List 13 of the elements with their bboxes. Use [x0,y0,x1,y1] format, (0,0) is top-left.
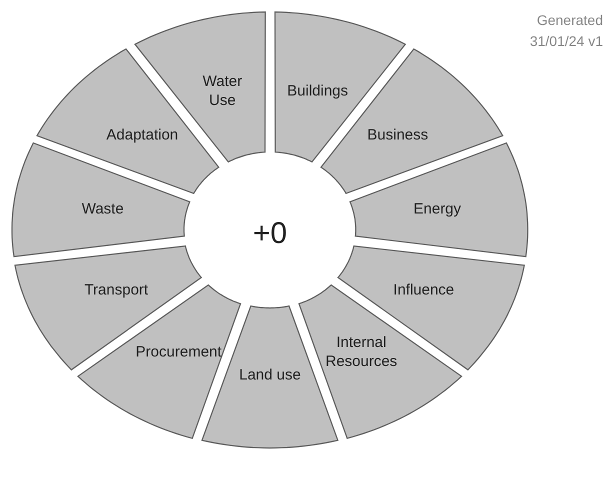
segment-label: Internal Resources [324,332,398,371]
segment-label: Water Use [202,72,244,110]
segment-label: Transport [84,280,148,300]
segment-label: Adaptation [106,126,178,145]
version-note: Generated 31/01/24 v1 [528,11,603,51]
segment-label: Waste [82,200,124,219]
segment-label: Business [367,126,428,145]
segment-label: Land use [239,365,301,384]
score-value: +0 [252,217,288,251]
segment-label: Procurement [136,342,222,362]
segment-label: Influence [393,280,454,300]
segment-label: Buildings [287,81,348,100]
segment-label: Energy [414,200,462,219]
